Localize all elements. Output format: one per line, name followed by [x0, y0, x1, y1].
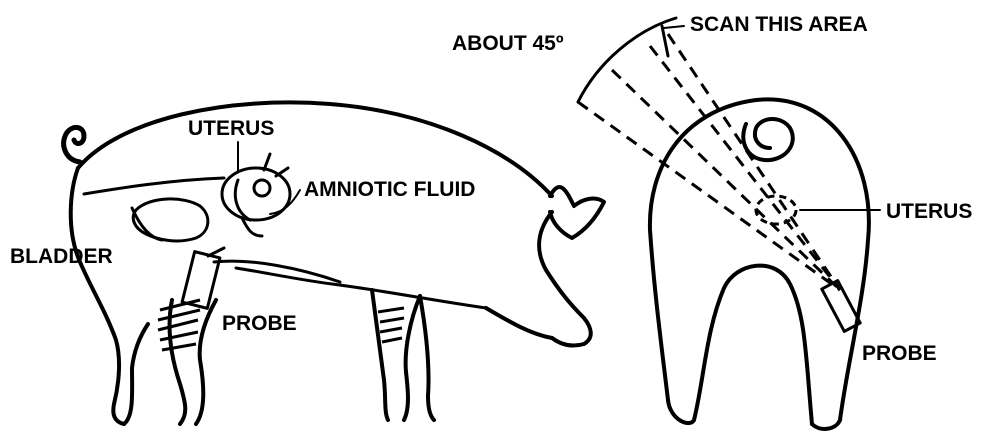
bladder-organ	[133, 199, 208, 241]
rear-legs-inner	[694, 266, 812, 424]
rear-foot-right	[812, 420, 840, 429]
uterus-label-rear: UTERUS	[886, 200, 972, 223]
scan-pointer-hook	[664, 26, 684, 28]
probe-label-side: PROBE	[222, 312, 297, 335]
probe-side	[182, 248, 340, 308]
rear-tail	[743, 119, 793, 160]
reproductive-tract	[84, 178, 224, 194]
uterus-organ	[222, 154, 290, 236]
angle-label: ABOUT 45º	[452, 32, 564, 55]
front-leg-stripes	[378, 308, 404, 342]
pig-jaw	[486, 308, 552, 338]
bladder-label: BLADDER	[10, 245, 113, 268]
scan-area-label: SCAN THIS AREA	[690, 13, 868, 36]
pig-tail	[64, 127, 84, 162]
pig-hind-leg	[124, 324, 148, 424]
pig-ear	[550, 187, 604, 238]
pig-rump	[71, 168, 124, 424]
hind-leg-stripes	[158, 300, 200, 350]
scan-arc	[578, 18, 676, 102]
pig-side-view	[64, 102, 604, 424]
scan-pointer	[662, 26, 668, 56]
uterus-label-side: UTERUS	[188, 117, 274, 140]
pig-belly	[236, 268, 486, 308]
amniotic-fluid-label: AMNIOTIC FLUID	[304, 178, 475, 201]
scan-beam	[578, 34, 840, 290]
pig-hind-leg-2	[170, 300, 216, 424]
pig-front-leg-2	[420, 296, 434, 420]
probe-label-rear: PROBE	[862, 342, 937, 365]
probe-rear	[822, 281, 860, 332]
rear-foot-left	[668, 400, 694, 423]
amniotic-leader	[270, 190, 300, 214]
rear-body-outline	[650, 99, 869, 420]
pig-rear-view	[578, 18, 880, 429]
